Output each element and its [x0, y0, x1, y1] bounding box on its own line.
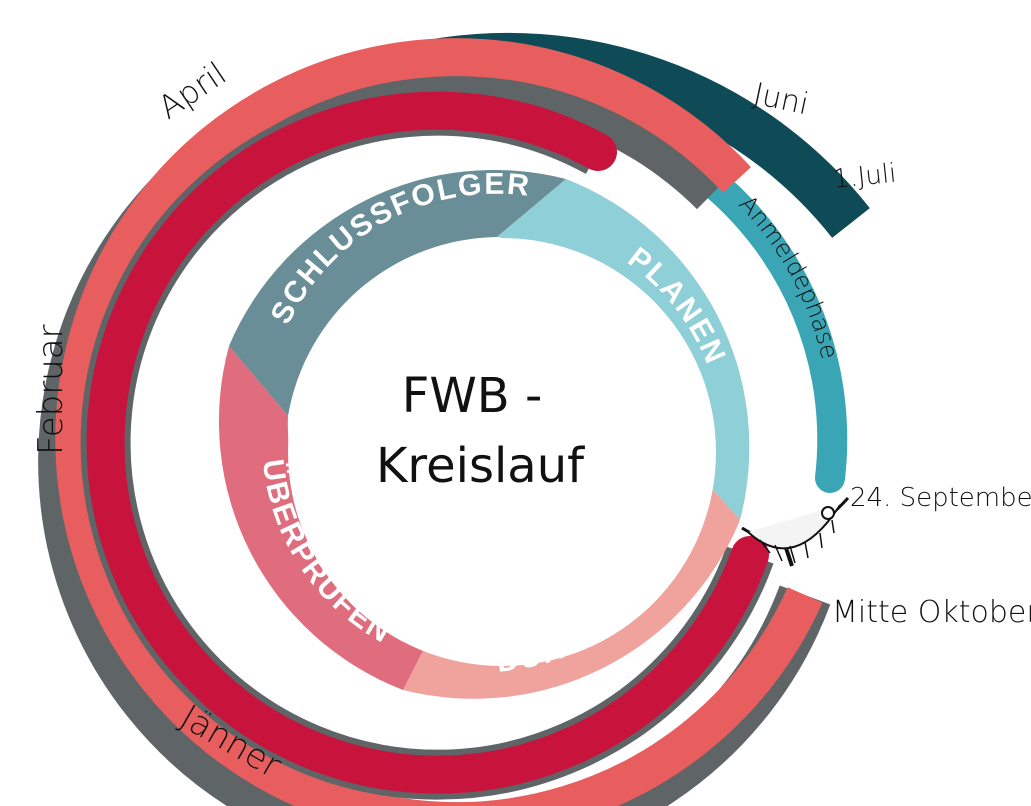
segment-schlussfolgern	[229, 169, 566, 416]
hammock-icon	[741, 496, 850, 567]
label-mitte-oktober: Mitte Oktober	[832, 595, 1031, 630]
arc-crimson	[86, 91, 769, 794]
label-24-september: 24. September	[850, 483, 1031, 513]
label-1-juli: 1.Juli	[832, 158, 898, 194]
center-title-line1: FWB -	[402, 368, 543, 424]
label-februar: Februar	[31, 324, 71, 455]
center-title-line2: Kreislauf	[376, 438, 585, 494]
arc-coral	[55, 38, 823, 806]
center-disc	[288, 238, 716, 666]
arc-anmeldephase	[692, 163, 848, 493]
